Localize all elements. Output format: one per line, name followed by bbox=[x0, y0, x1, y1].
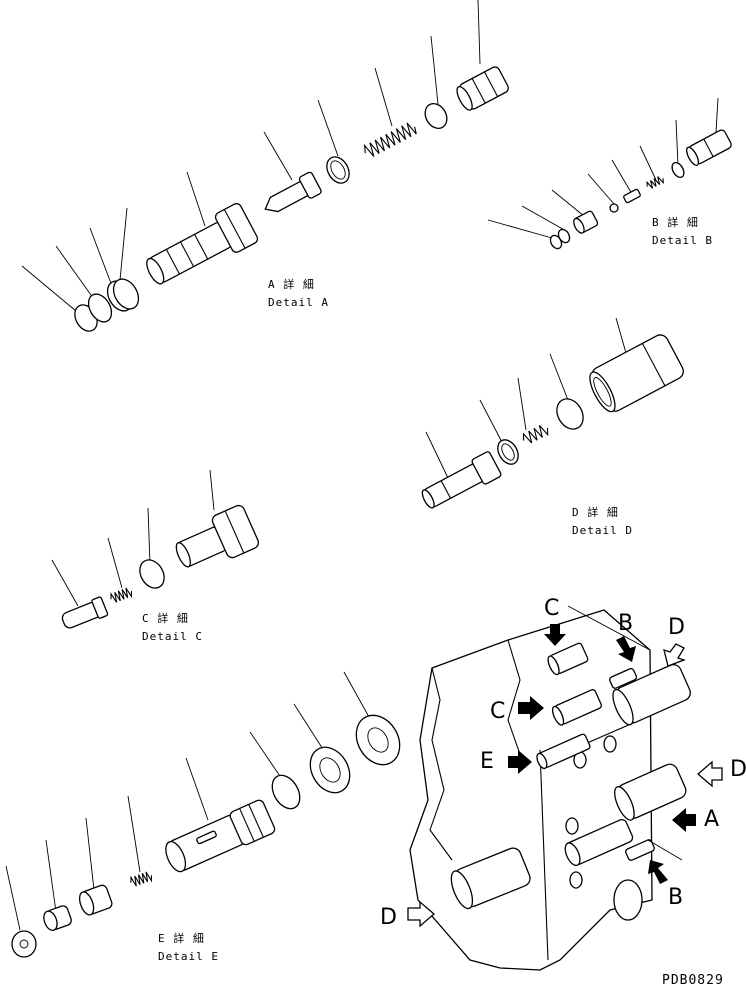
arrow-c-mid-label: C bbox=[490, 699, 505, 724]
arrow-b-top-label: B bbox=[618, 611, 633, 636]
detail-e-label-jp: E 詳 細 bbox=[158, 931, 205, 945]
arrow-d-left-icon bbox=[407, 900, 435, 928]
detail-e-label-en: Detail E bbox=[158, 950, 219, 963]
arrow-c-top-icon bbox=[544, 624, 566, 646]
detail-c-label-en: Detail C bbox=[142, 630, 203, 643]
detail-d-group bbox=[421, 317, 684, 509]
arrow-d-right-icon bbox=[697, 760, 723, 788]
valve-body-assembly bbox=[409, 605, 691, 971]
detail-a-label-jp: A 詳 細 bbox=[268, 277, 315, 291]
drawing-code: PDB0829 bbox=[662, 973, 724, 988]
detail-c-group bbox=[51, 469, 260, 629]
detail-d-label-jp: D 詳 細 bbox=[572, 505, 619, 519]
arrow-b-bottom-icon bbox=[648, 860, 668, 884]
detail-e-group bbox=[5, 671, 401, 958]
detail-b-group bbox=[487, 97, 732, 250]
arrow-b-top-icon bbox=[616, 636, 636, 662]
arrow-c-mid-icon bbox=[518, 696, 544, 720]
arrow-d-left-label: D bbox=[380, 905, 397, 930]
arrow-d-top-label: D bbox=[668, 615, 685, 640]
arrow-d-right-label: D bbox=[730, 757, 746, 782]
arrow-e-mid-label: E bbox=[480, 749, 494, 774]
arrow-e-mid-icon bbox=[508, 750, 532, 774]
detail-b-label-en: Detail B bbox=[652, 234, 713, 247]
arrow-c-top-label: C bbox=[544, 596, 559, 621]
detail-b-label-jp: B 詳 細 bbox=[652, 215, 699, 229]
direction-arrows bbox=[407, 624, 723, 928]
arrow-a-right-label: A bbox=[704, 807, 719, 832]
arrow-d-top-icon bbox=[663, 643, 686, 667]
detail-a-label-en: Detail A bbox=[268, 296, 329, 309]
arrow-a-right-icon bbox=[672, 808, 696, 832]
detail-a-group bbox=[21, 0, 509, 332]
arrow-b-bottom-label: B bbox=[668, 885, 683, 910]
detail-d-label-en: Detail D bbox=[572, 524, 633, 537]
detail-c-label-jp: C 詳 細 bbox=[142, 611, 189, 625]
